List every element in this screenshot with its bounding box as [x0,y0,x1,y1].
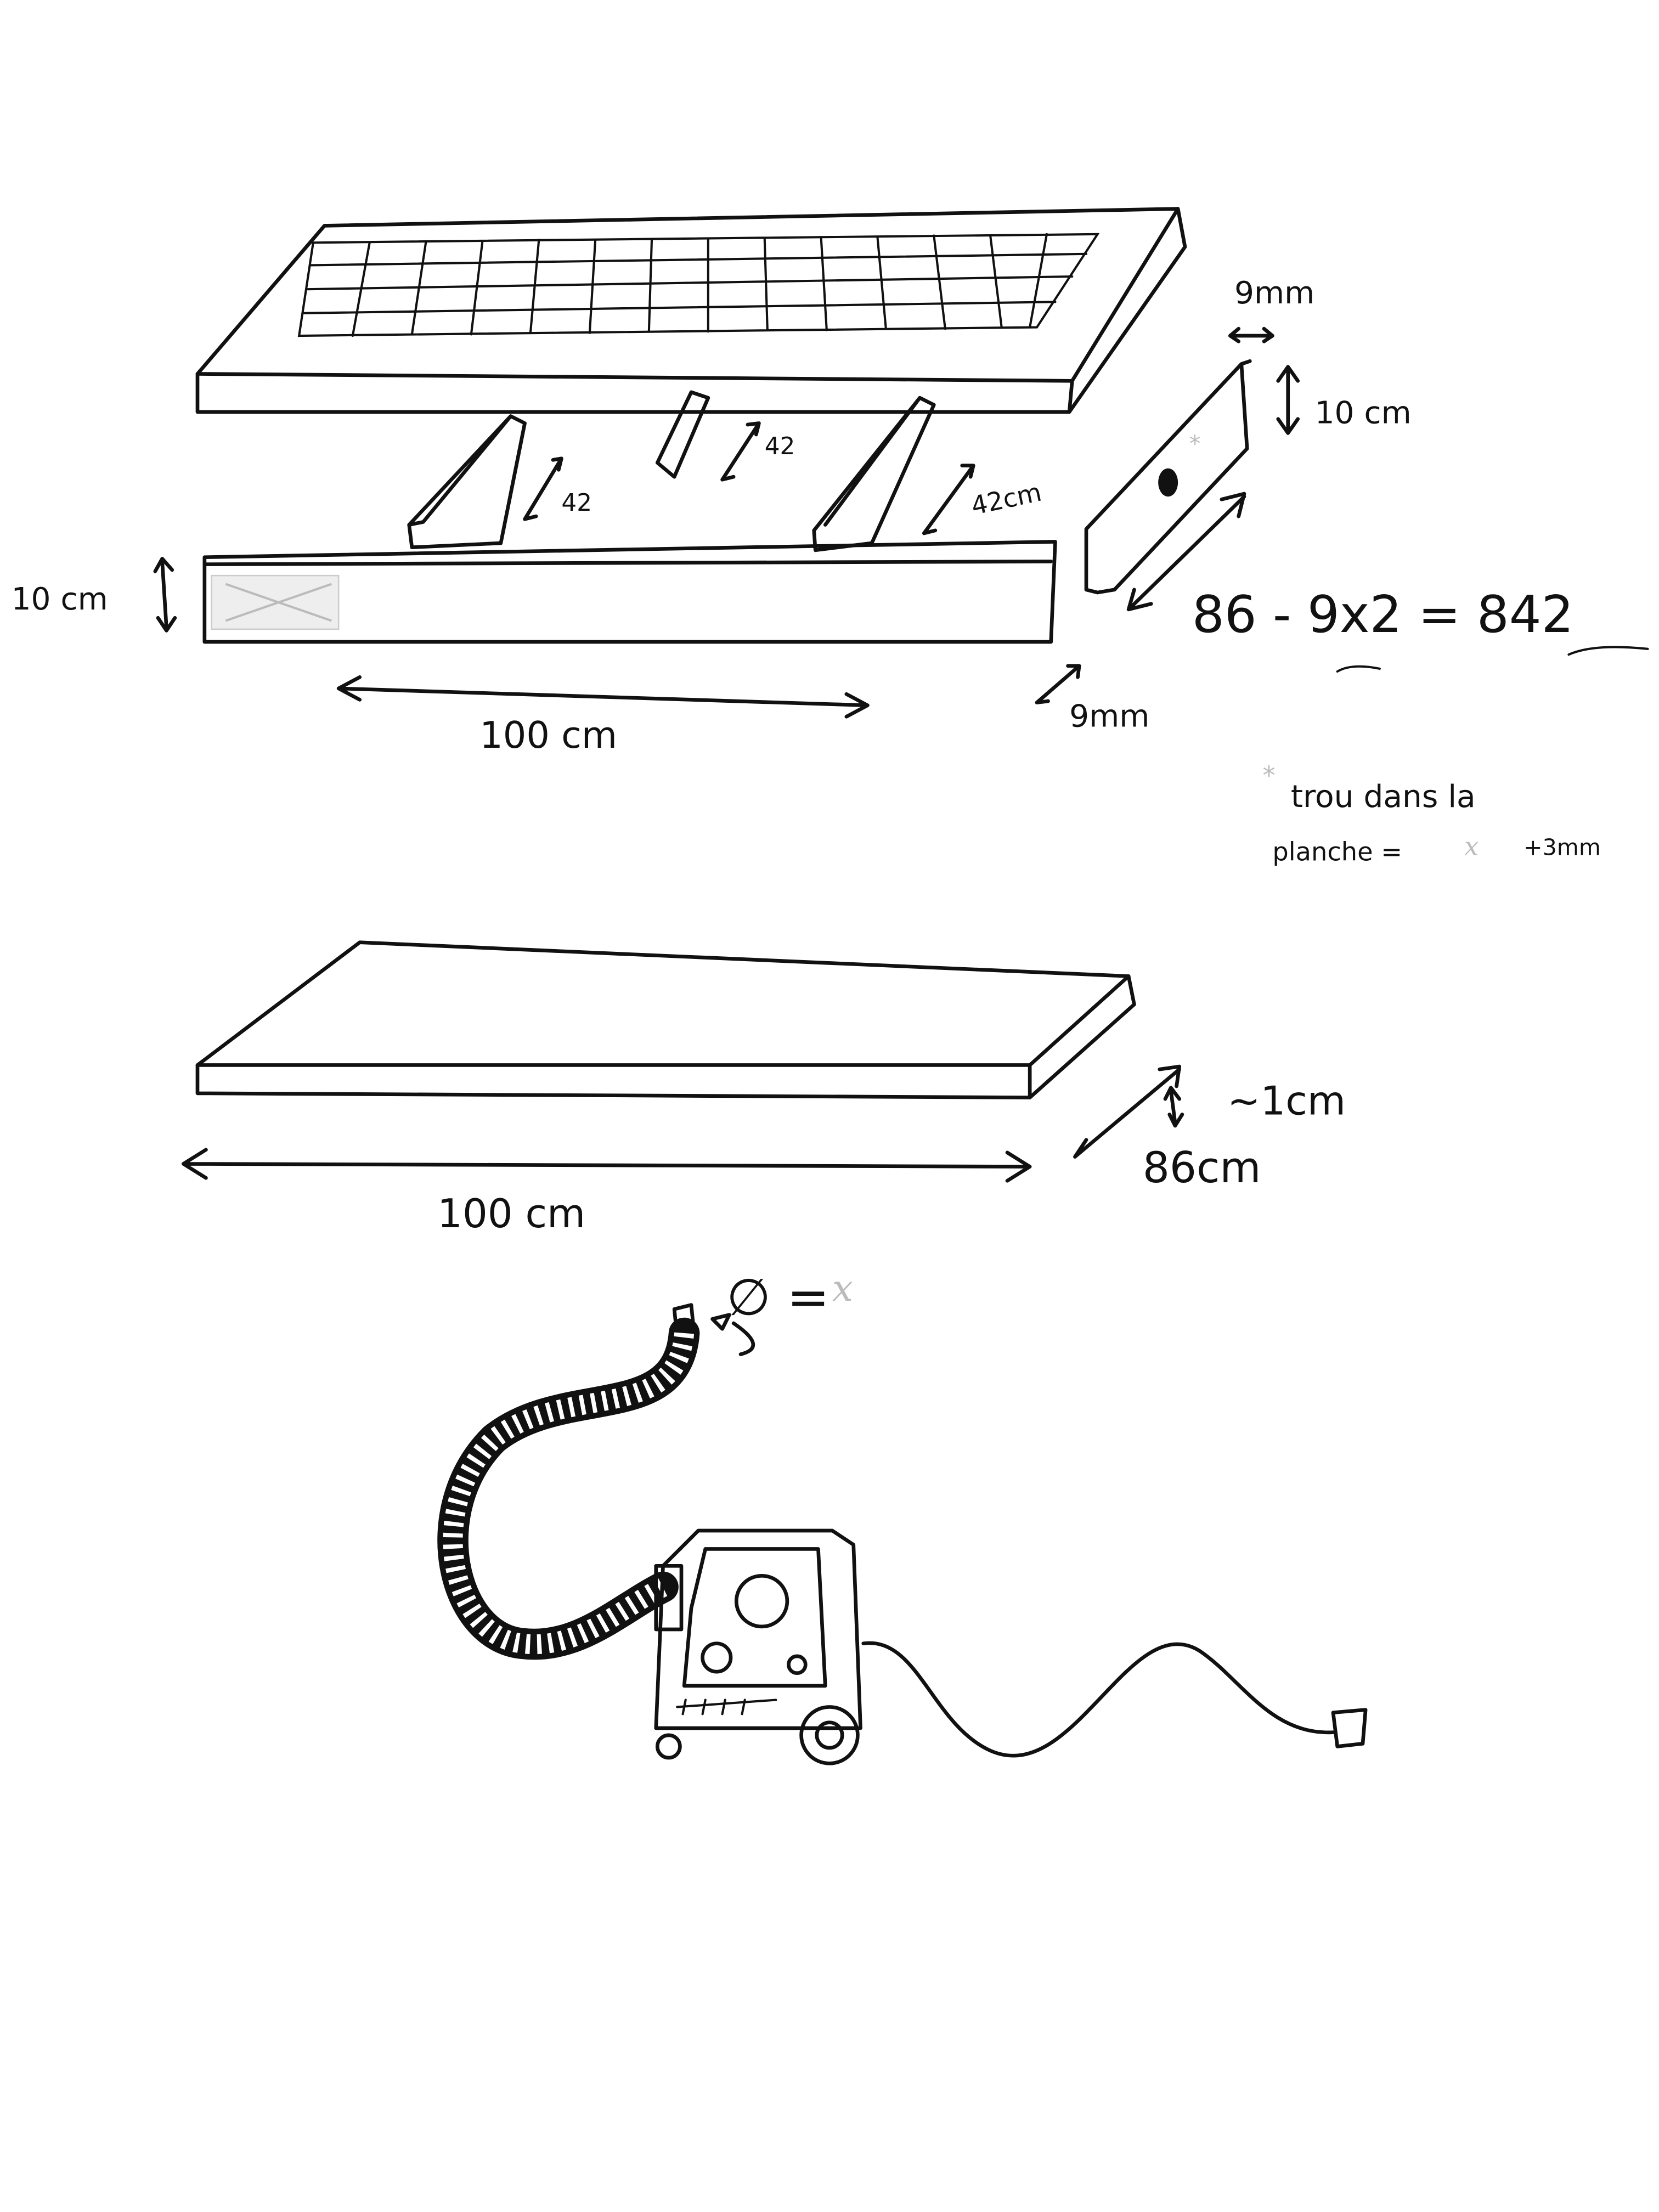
hole-marker: * [1189,431,1201,457]
beam-thickness-label: 9mm [1069,698,1149,734]
spacer-label: 42 [765,432,795,460]
base-depth-label: 86cm [1143,1143,1261,1193]
note-marker: * [1262,761,1275,791]
length-formula: 86 - 9x2 = 842 [1192,585,1574,644]
side-board: * 9mm 10 cm 86 - 9x2 = 842 [1084,275,1649,673]
top-tray [195,207,1187,414]
base-board: ~1cm 86cm 100 cm [181,940,1346,1237]
spacer-right: 42cm [812,396,1044,552]
note-line-1: trou dans la [1291,778,1476,815]
base-length-label: 100 cm [437,1190,585,1237]
diameter-symbol: ∅ = [726,1268,830,1327]
beam-height-label: 10 cm [12,581,108,617]
hose-diameter: ∅ = x [710,1267,853,1356]
spacer-left: 42 [407,414,592,550]
diameter-var: x [832,1267,853,1310]
mesh-grid [297,233,1100,337]
spacer-label: 42 [561,489,592,517]
board-thickness-label: 9mm [1234,275,1314,311]
hole-note: * trou dans la planche = x +3mm [1262,761,1600,867]
plug [1331,1708,1368,1748]
spacer-label: 42cm [968,477,1044,521]
note-line-2-var: x [1464,831,1479,861]
spacer-middle: 42 [655,390,795,482]
beam: 10 cm 100 cm 9mm [12,540,1149,757]
base-thickness-label: ~1cm [1227,1077,1346,1124]
note-line-2-prefix: planche = [1272,837,1402,867]
board-height-label: 10 cm [1315,394,1412,431]
beam-length-label: 100 cm [479,714,617,757]
note-line-2-suffix: +3mm [1523,834,1601,860]
vacuum-cleaner [437,1303,1368,1765]
hole [1158,468,1178,497]
